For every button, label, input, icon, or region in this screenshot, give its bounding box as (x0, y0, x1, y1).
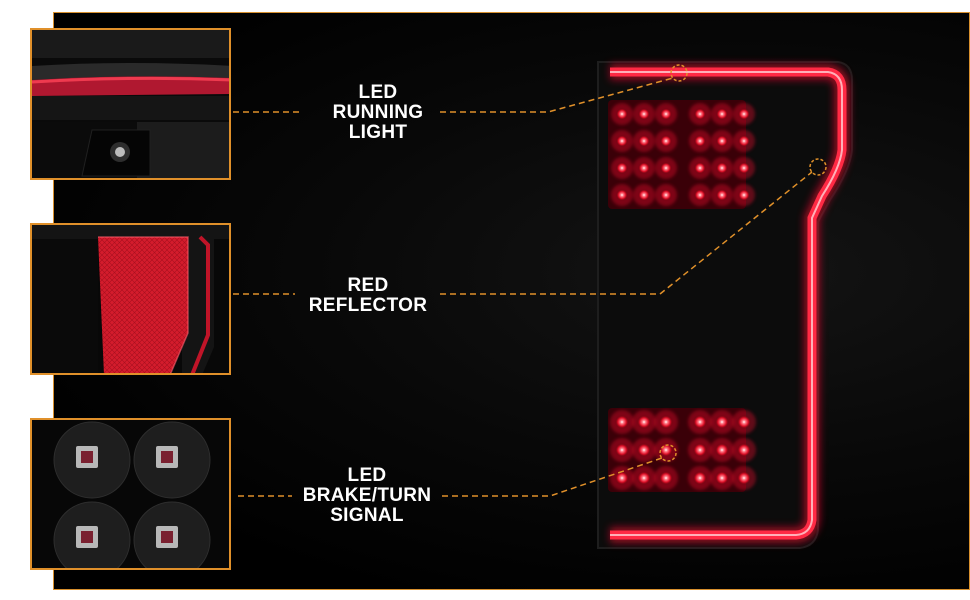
callout-marker-running (670, 64, 688, 82)
led-bulb (694, 135, 706, 147)
led-bulb (615, 471, 629, 485)
led-bulb (638, 189, 650, 201)
led-bulb (716, 162, 728, 174)
led-bulb (715, 415, 729, 429)
led-bulb (659, 471, 673, 485)
led-bulb (616, 108, 628, 120)
led-bulb (738, 189, 750, 201)
led-bulb (659, 415, 673, 429)
led-bulb (637, 471, 651, 485)
led-bulb (638, 162, 650, 174)
led-bulb (716, 108, 728, 120)
callout-marker-brake (659, 444, 677, 462)
callout-marker-reflector (809, 158, 827, 176)
led-bulb (738, 135, 750, 147)
detail-inset-brake-turn-led (30, 418, 231, 570)
led-bulb (660, 108, 672, 120)
led-cluster-upper (608, 100, 755, 209)
leader-line-brake-right (442, 457, 663, 497)
led-bulb (637, 415, 651, 429)
led-bulb (616, 162, 628, 174)
callout-label-red-reflector: RED REFLECTOR (308, 275, 428, 316)
leader-line-reflector-right (440, 171, 813, 295)
led-bulb (638, 135, 650, 147)
detail-inset-red-reflector (30, 223, 231, 375)
led-bulb (716, 189, 728, 201)
led-bulb (615, 443, 629, 457)
led-bulb (738, 162, 750, 174)
led-bulb (694, 162, 706, 174)
led-cluster-lower (608, 408, 756, 492)
led-bulb (716, 135, 728, 147)
led-bulb (737, 415, 751, 429)
leader-line-running-right (440, 77, 674, 113)
led-bulb (638, 108, 650, 120)
led-bulb (694, 189, 706, 201)
led-bulb (637, 443, 651, 457)
led-bulb (694, 108, 706, 120)
led-bulb (737, 443, 751, 457)
led-bulb (660, 189, 672, 201)
led-bulb (738, 108, 750, 120)
led-bulb (660, 162, 672, 174)
led-bulb (616, 189, 628, 201)
led-bulb (660, 135, 672, 147)
led-bulb (715, 471, 729, 485)
callout-label-running-light: LED RUNNING LIGHT (332, 82, 424, 143)
led-bulb (693, 443, 707, 457)
led-bulb (616, 135, 628, 147)
led-bulb (715, 443, 729, 457)
detail-inset-running-light (30, 28, 231, 180)
callout-label-brake-turn-signal: LED BRAKE/TURN SIGNAL (302, 465, 432, 526)
led-bulb (615, 415, 629, 429)
led-bulb (693, 471, 707, 485)
led-bulb (737, 471, 751, 485)
led-bulb (693, 415, 707, 429)
